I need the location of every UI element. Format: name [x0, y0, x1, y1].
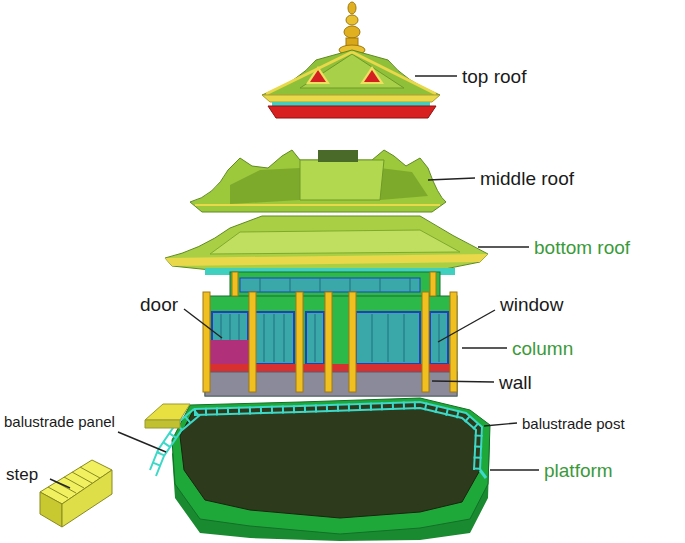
wall-body — [232, 272, 238, 296]
middle-roof — [300, 160, 384, 200]
wall-body — [350, 278, 351, 292]
part-label: bottom roof — [534, 238, 630, 257]
top-roof — [352, 52, 436, 94]
part-label: balustrade panel — [4, 414, 115, 429]
wall-body — [230, 272, 440, 298]
wall-body — [290, 278, 291, 292]
wall-body — [320, 278, 321, 292]
part-label: top roof — [462, 67, 526, 86]
step — [62, 470, 112, 527]
top-roof — [360, 66, 384, 84]
wall-body — [372, 314, 373, 362]
bottom-roof — [210, 230, 460, 254]
platform — [172, 398, 490, 541]
wall-body — [203, 272, 457, 396]
bottom-roof — [165, 254, 488, 266]
step-small — [145, 404, 190, 428]
top-roof — [262, 50, 440, 100]
balustrade — [150, 402, 486, 478]
leader-lines — [478, 246, 529, 247]
leader-lines — [50, 479, 70, 488]
step — [72, 472, 92, 483]
platform — [172, 398, 490, 534]
part-label: middle roof — [480, 169, 574, 188]
wall-body — [430, 272, 436, 296]
part-label: door — [140, 295, 178, 314]
step-small — [145, 404, 190, 420]
top-roof — [344, 26, 360, 38]
step — [48, 467, 100, 498]
leader-lines — [438, 310, 495, 342]
wall-body — [284, 314, 285, 362]
leader-lines — [432, 381, 494, 382]
part-label: platform — [544, 461, 613, 480]
part-label: balustrade post — [522, 416, 625, 431]
wall-body — [203, 292, 210, 392]
step-small — [145, 420, 180, 428]
middle-roof — [230, 168, 300, 204]
wall-body — [306, 312, 324, 364]
leader-lines — [184, 309, 222, 338]
step — [40, 492, 62, 527]
middle-roof — [318, 150, 358, 162]
top-roof — [272, 102, 430, 106]
top-roof — [262, 95, 440, 102]
wall-body — [296, 292, 303, 392]
balustrade — [194, 402, 482, 470]
wall-body — [240, 278, 420, 292]
wall-body — [439, 314, 440, 362]
wall-body — [203, 272, 457, 392]
platform — [180, 402, 482, 518]
balustrade — [480, 470, 486, 478]
wall-body — [380, 278, 381, 292]
wall-body — [264, 314, 265, 362]
wall-body — [249, 292, 256, 392]
part-label: step — [6, 466, 38, 483]
leader-lines — [484, 423, 517, 426]
balustrade — [194, 408, 476, 470]
middle-roof — [190, 150, 446, 212]
part-label: window — [500, 295, 563, 314]
wall-body — [349, 292, 356, 392]
leader-lines — [490, 469, 539, 470]
step — [40, 460, 112, 527]
leader-lines — [415, 75, 457, 76]
part-label: column — [512, 339, 573, 358]
leader-lines — [118, 432, 166, 452]
top-roof — [266, 52, 352, 94]
balustrade — [194, 405, 479, 470]
top-roof — [348, 2, 356, 14]
wall-body — [274, 314, 275, 362]
top-roof — [346, 15, 358, 25]
wall-body — [450, 292, 457, 392]
middle-roof — [195, 204, 440, 206]
wall-body — [422, 292, 429, 392]
top-roof — [364, 70, 380, 82]
bottom-roof — [165, 216, 488, 272]
leader-lines — [462, 347, 507, 348]
wall-body — [410, 278, 411, 292]
bottom-roof — [165, 216, 488, 275]
wall-body — [356, 312, 420, 364]
step — [48, 487, 68, 498]
wall-body — [388, 314, 389, 362]
wall-body — [315, 314, 316, 362]
top-roof — [268, 106, 436, 118]
wall-body — [254, 312, 294, 364]
wall-body — [260, 278, 261, 292]
middle-roof — [380, 168, 428, 200]
middle-roof — [190, 150, 446, 212]
part-label: wall — [499, 373, 532, 392]
wall-body — [325, 292, 332, 392]
step — [80, 467, 100, 478]
top-roof — [262, 2, 440, 118]
wall-body — [404, 314, 405, 362]
leader-lines — [50, 76, 539, 488]
leader-lines — [428, 178, 475, 180]
